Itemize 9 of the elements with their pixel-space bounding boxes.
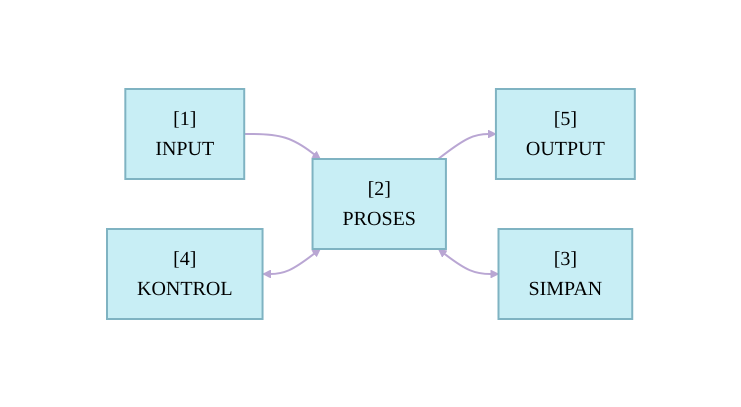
arrow bbox=[437, 129, 496, 160]
node-box: [5] OUTPUT bbox=[494, 88, 636, 180]
node-box: [3] SIMPAN bbox=[497, 228, 633, 320]
arrow bbox=[244, 132, 320, 159]
node-box: [2] PROSES bbox=[311, 158, 447, 250]
arrow bbox=[262, 248, 320, 278]
node-box: [4] KONTROL bbox=[106, 228, 264, 320]
arrow bbox=[438, 248, 498, 278]
node-box: [1] INPUT bbox=[124, 88, 245, 180]
